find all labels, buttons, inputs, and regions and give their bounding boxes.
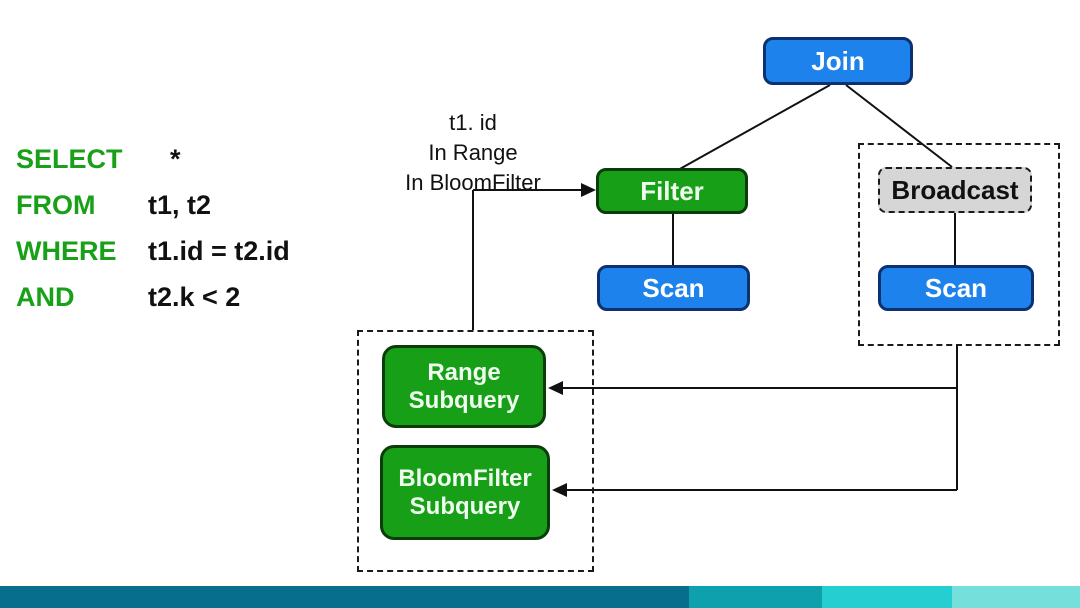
sql-value: t1, t2 [148, 190, 212, 220]
filter-condition-annotation: t1. id In Range In BloomFilter [382, 108, 564, 198]
sql-line-from: FROM t1, t2 [16, 190, 211, 221]
sql-value: t2.k < 2 [148, 282, 241, 312]
sql-keyword: FROM [16, 190, 96, 220]
plan-node-filter: Filter [596, 168, 748, 214]
plan-node-join: Join [763, 37, 913, 85]
node-label: Broadcast [891, 174, 1019, 205]
node-label: Scan [924, 272, 988, 303]
node-label: BloomFilter Subquery [398, 464, 532, 520]
annotation-line: In Range [428, 140, 518, 165]
plan-node-bloomfilter-subquery: BloomFilter Subquery [380, 445, 550, 540]
sql-value: t1.id = t2.id [148, 236, 290, 266]
plan-node-scan-t1: Scan [597, 265, 750, 311]
sql-line-where: WHERE t1.id = t2.id [16, 236, 290, 267]
footer-bar-segment [822, 586, 952, 608]
broadcast-stage-group-box [858, 143, 1060, 346]
node-label: Scan [642, 272, 705, 303]
arrowhead-into-filter [581, 183, 596, 197]
sql-line-select: SELECT * [16, 144, 181, 175]
footer-bar-segment [952, 586, 1080, 608]
annotation-line: In BloomFilter [405, 170, 541, 195]
plan-node-scan-t2: Scan [878, 265, 1034, 311]
sql-line-and: AND t2.k < 2 [16, 282, 240, 313]
subquery-group-box [357, 330, 594, 572]
sql-keyword: WHERE [16, 236, 117, 266]
node-label: Join [811, 45, 865, 76]
footer-bar-segment [0, 586, 689, 608]
plan-node-broadcast: Broadcast [878, 167, 1032, 213]
sql-keyword: SELECT [16, 144, 123, 174]
sql-keyword: AND [16, 282, 75, 312]
footer-color-bar [0, 586, 1080, 608]
annotation-line: t1. id [449, 110, 497, 135]
sql-value: * [170, 144, 181, 174]
edge-join-filter [677, 84, 831, 171]
node-label: Range Subquery [408, 358, 520, 414]
plan-node-range-subquery: Range Subquery [382, 345, 546, 428]
node-label: Filter [640, 175, 704, 206]
footer-bar-segment [689, 586, 822, 608]
